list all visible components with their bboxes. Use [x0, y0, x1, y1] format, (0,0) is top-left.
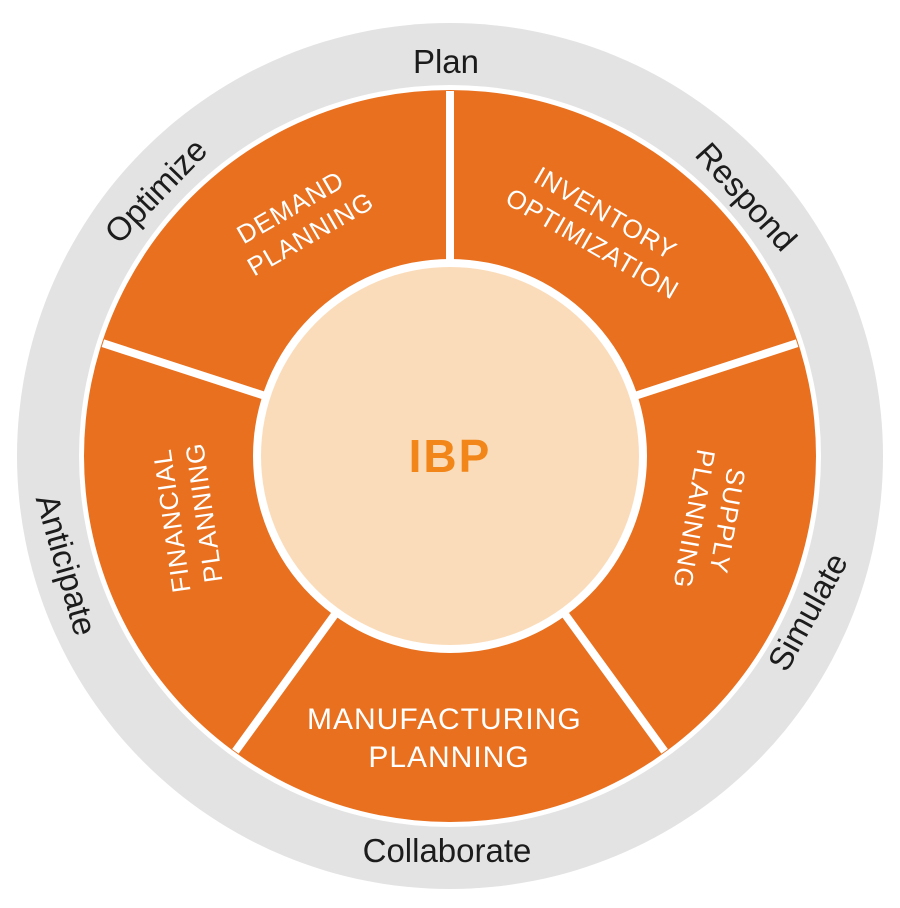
center-circle: [261, 267, 639, 645]
segment-divider-left: [101, 339, 281, 405]
segment-label-line: MANUFACTURING: [307, 703, 582, 736]
segment-divider-bottom-right: [552, 599, 668, 754]
ring-label-collaborate: Collaborate: [363, 832, 532, 869]
segment-dividers: [101, 91, 799, 754]
ring-label-plan: Plan: [413, 43, 479, 80]
segment-divider-right: [619, 339, 799, 405]
segment-label-line: PLANNING: [368, 741, 529, 774]
segment-divider-bottom-left: [232, 599, 348, 754]
ibp-label: IBP: [409, 430, 492, 482]
segment-label-manufacturing-planning: MANUFACTURING PLANNING: [307, 703, 591, 774]
